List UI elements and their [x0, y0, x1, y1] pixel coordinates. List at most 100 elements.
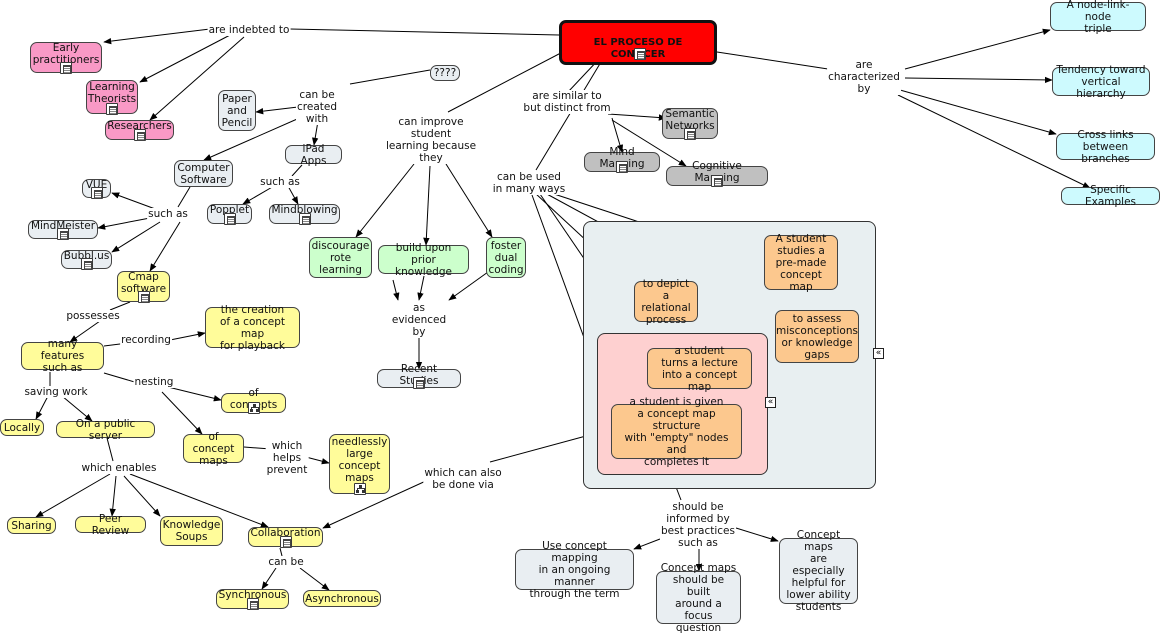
concept-map-icon[interactable] [353, 483, 366, 495]
link-label-evidenced[interactable]: as evidenced by [390, 302, 448, 338]
resource-icon[interactable] [106, 103, 118, 115]
connector-line [161, 391, 203, 435]
concept-map-icon[interactable] [247, 402, 260, 414]
node-lecture[interactable]: a student turns a lecture into a concept… [647, 345, 752, 393]
resource-icon[interactable] [298, 213, 311, 225]
connector-line [633, 538, 661, 550]
resource-icon[interactable] [413, 377, 425, 389]
node-ongoing[interactable]: Use concept mapping in an ongoing manner… [515, 540, 634, 600]
node-locally[interactable]: Locally [0, 419, 44, 436]
node-features[interactable]: many features such as [21, 338, 104, 374]
link-label-used[interactable]: can be used in many ways [491, 171, 567, 195]
node-text: Computer Software [177, 161, 230, 186]
link-label-such-as-cs[interactable]: such as [147, 208, 189, 220]
link-label-saving[interactable]: saving work [23, 386, 89, 398]
resource-icon[interactable] [90, 187, 103, 199]
node-text: Specific Examples [1084, 184, 1137, 208]
node-text: Locally [3, 421, 41, 434]
link-label-created[interactable]: can be created with [296, 89, 338, 125]
link-label-such-as-ipad[interactable]: such as [259, 176, 301, 188]
node-premade[interactable]: A student studies a pre-made concept map [764, 233, 838, 293]
node-discourage[interactable]: discourage rote learning [309, 237, 372, 278]
node-foster[interactable]: foster dual coding [486, 237, 526, 278]
connector-line [735, 527, 779, 542]
resource-icon[interactable] [684, 128, 696, 140]
node-sharing[interactable]: Sharing [7, 517, 56, 534]
node-creation[interactable]: the creation of a concept map for playba… [205, 304, 300, 352]
node-asynchronous[interactable]: Asynchronous [303, 590, 381, 607]
node-text: a student turns a lecture into a concept… [661, 344, 738, 393]
node-question[interactable]: ???? [430, 65, 460, 81]
resource-icon[interactable] [279, 536, 292, 548]
link-label-possesses[interactable]: possesses [65, 310, 121, 322]
link-label-improve[interactable]: can improve student learning because the… [384, 116, 478, 164]
node-text: Early practitioners [32, 41, 100, 66]
connector-line [611, 119, 687, 167]
link-label-recording[interactable]: recording [120, 334, 172, 346]
resource-icon[interactable] [223, 213, 236, 225]
connector-line [106, 437, 114, 462]
connector-line [139, 33, 233, 83]
connector-line [611, 117, 624, 153]
link-label-informed[interactable]: should be informed by best practices suc… [660, 501, 736, 549]
link-label-nesting[interactable]: nesting [133, 376, 175, 388]
node-examples[interactable]: Specific Examples [1061, 184, 1160, 208]
link-label-enables[interactable]: which enables [80, 462, 158, 474]
link-label-characterized[interactable]: are characterized by [827, 59, 901, 95]
connector-line [322, 479, 429, 529]
link-label-similar[interactable]: are similar to but distinct from [522, 90, 612, 114]
node-lower[interactable]: Concept maps are especially helpful for … [779, 529, 858, 613]
resource-icon[interactable] [133, 129, 146, 141]
node-ipad-apps[interactable]: iPad Apps [285, 142, 342, 167]
resource-icon[interactable] [616, 161, 628, 173]
node-text: Knowledge Soups [162, 519, 221, 543]
node-text: to depict a relational process [641, 277, 691, 326]
link-label-also-via[interactable]: which can also be done via [423, 467, 503, 491]
node-of-maps[interactable]: of concept maps [183, 431, 244, 467]
resource-icon[interactable] [246, 598, 259, 610]
link-label-can-be[interactable]: can be [267, 556, 305, 568]
connector-line [445, 163, 493, 238]
resource-icon[interactable] [711, 175, 723, 187]
connector-line [35, 395, 49, 420]
node-given[interactable]: a student is given a concept map structu… [611, 396, 742, 468]
resource-icon[interactable] [80, 258, 93, 270]
node-text: the creation of a concept map for playba… [219, 303, 286, 352]
node-text: build upon prior knowledge [395, 241, 452, 278]
node-text: Cross links between branches [1077, 128, 1134, 165]
resource-icon[interactable] [60, 62, 72, 74]
resource-icon[interactable] [634, 48, 646, 60]
connector-line [447, 43, 579, 113]
connector-line [897, 94, 1091, 189]
link-label-indebted[interactable]: are indebted to [207, 24, 291, 36]
node-public[interactable]: On a public server [56, 418, 155, 442]
collapse-arrows-icon[interactable]: « [765, 397, 776, 408]
node-knowledge-soups[interactable]: Knowledge Soups [160, 516, 223, 546]
node-text: Concept maps are especially helpful for … [786, 529, 851, 613]
node-computer-software[interactable]: Computer Software [174, 160, 233, 187]
node-paper-pencil[interactable]: Paper and Pencil [218, 90, 256, 131]
connector-line [899, 89, 1057, 136]
node-semantic[interactable]: Semantic Networks [662, 108, 718, 139]
node-text: iPad Apps [300, 142, 327, 167]
resource-icon[interactable] [57, 228, 69, 240]
node-crosslinks[interactable]: Cross links between branches [1056, 129, 1155, 165]
connector-line [103, 372, 139, 384]
connector-line [716, 51, 829, 70]
node-build[interactable]: build upon prior knowledge [378, 242, 469, 278]
link-label-helps[interactable]: which helps prevent [265, 440, 309, 476]
connector-line [279, 547, 283, 557]
node-assess[interactable]: to assess misconceptions or knowledge ga… [775, 310, 859, 363]
node-text: Tendency toward vertical hierarchy [1056, 63, 1146, 100]
node-peer[interactable]: Peer Review [75, 513, 146, 537]
connector-line [448, 271, 489, 301]
connector-line [109, 301, 131, 311]
node-text: On a public server [75, 417, 136, 442]
node-focus[interactable]: Concept maps should be built around a fo… [656, 562, 741, 634]
collapse-arrows-icon[interactable]: « [873, 348, 884, 359]
connector-line [299, 567, 330, 591]
node-depict[interactable]: to depict a relational process [634, 278, 698, 326]
node-tendency[interactable]: Tendency toward vertical hierarchy [1052, 64, 1150, 100]
resource-icon[interactable] [137, 291, 150, 303]
node-triple[interactable]: A node-link-node triple [1050, 0, 1146, 35]
